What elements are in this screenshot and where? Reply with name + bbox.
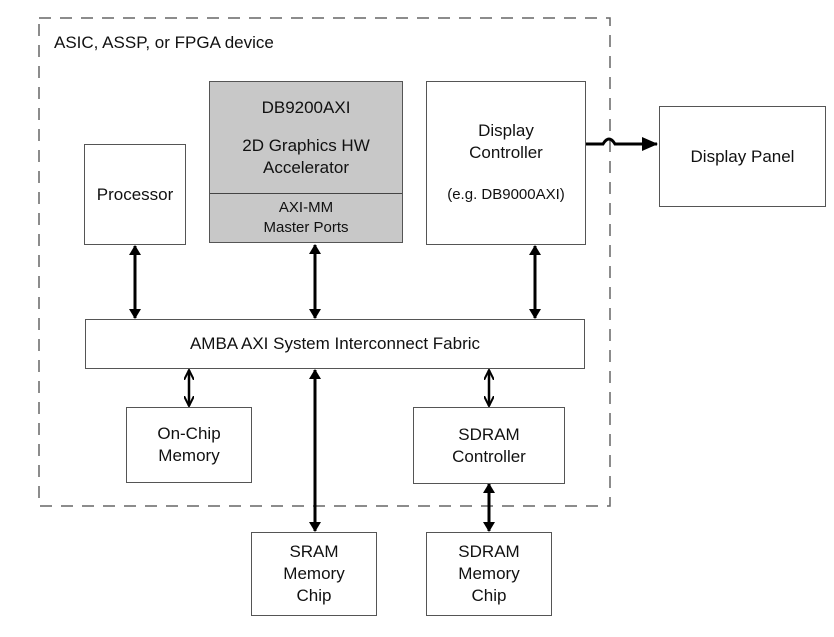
accelerator-core: DB9200AXI 2D Graphics HW Accelerator xyxy=(210,82,402,194)
sram-chip-line-2: Memory xyxy=(283,564,345,583)
device-label: ASIC, ASSP, or FPGA device xyxy=(54,33,274,52)
accelerator-block[interactable]: DB9200AXI 2D Graphics HW Accelerator AXI… xyxy=(209,81,403,243)
processor-label: Processor xyxy=(96,184,174,204)
interconnect-block[interactable]: AMBA AXI System Interconnect Fabric xyxy=(85,319,585,369)
sdram-chip-line-2: Memory xyxy=(458,564,520,583)
on-chip-memory-block[interactable]: On-Chip Memory xyxy=(126,407,252,483)
arrow-displayctrl-panel xyxy=(585,137,658,151)
device-boundary xyxy=(38,17,611,507)
accelerator-line-1: 2D Graphics HW xyxy=(242,135,370,155)
interconnect-label: AMBA AXI System Interconnect Fabric xyxy=(189,334,481,353)
ports-line-2: Master Ports xyxy=(263,219,349,236)
display-controller-note: (e.g. DB9000AXI) xyxy=(447,186,565,203)
on-chip-memory-line-1: On-Chip xyxy=(157,424,221,443)
sdram-chip-block[interactable]: SDRAM Memory Chip xyxy=(426,532,552,616)
accelerator-title: DB9200AXI xyxy=(261,97,351,117)
sram-chip-line-3: Chip xyxy=(296,586,332,605)
sdram-controller-line-1: SDRAM xyxy=(458,424,520,444)
display-controller-line-1: Display xyxy=(478,121,534,140)
accelerator-line-2: Accelerator xyxy=(263,157,349,177)
accelerator-ports: AXI-MM Master Ports xyxy=(210,194,402,242)
sdram-chip-line-3: Chip xyxy=(471,586,507,605)
display-panel-block[interactable]: Display Panel xyxy=(659,106,826,207)
on-chip-memory-line-2: Memory xyxy=(158,446,220,465)
display-controller-block[interactable]: Display Controller (e.g. DB9000AXI) xyxy=(426,81,586,245)
sdram-controller-block[interactable]: SDRAM Controller xyxy=(413,407,565,484)
display-controller-line-2: Controller xyxy=(469,143,543,162)
sram-chip-block[interactable]: SRAM Memory Chip xyxy=(251,532,377,616)
display-panel-label: Display Panel xyxy=(690,146,795,166)
sdram-controller-line-2: Controller xyxy=(452,446,526,466)
sram-chip-line-1: SRAM xyxy=(289,542,339,561)
processor-block[interactable]: Processor xyxy=(84,144,186,245)
sdram-chip-line-1: SDRAM xyxy=(458,542,520,561)
ports-line-1: AXI-MM xyxy=(278,199,334,216)
